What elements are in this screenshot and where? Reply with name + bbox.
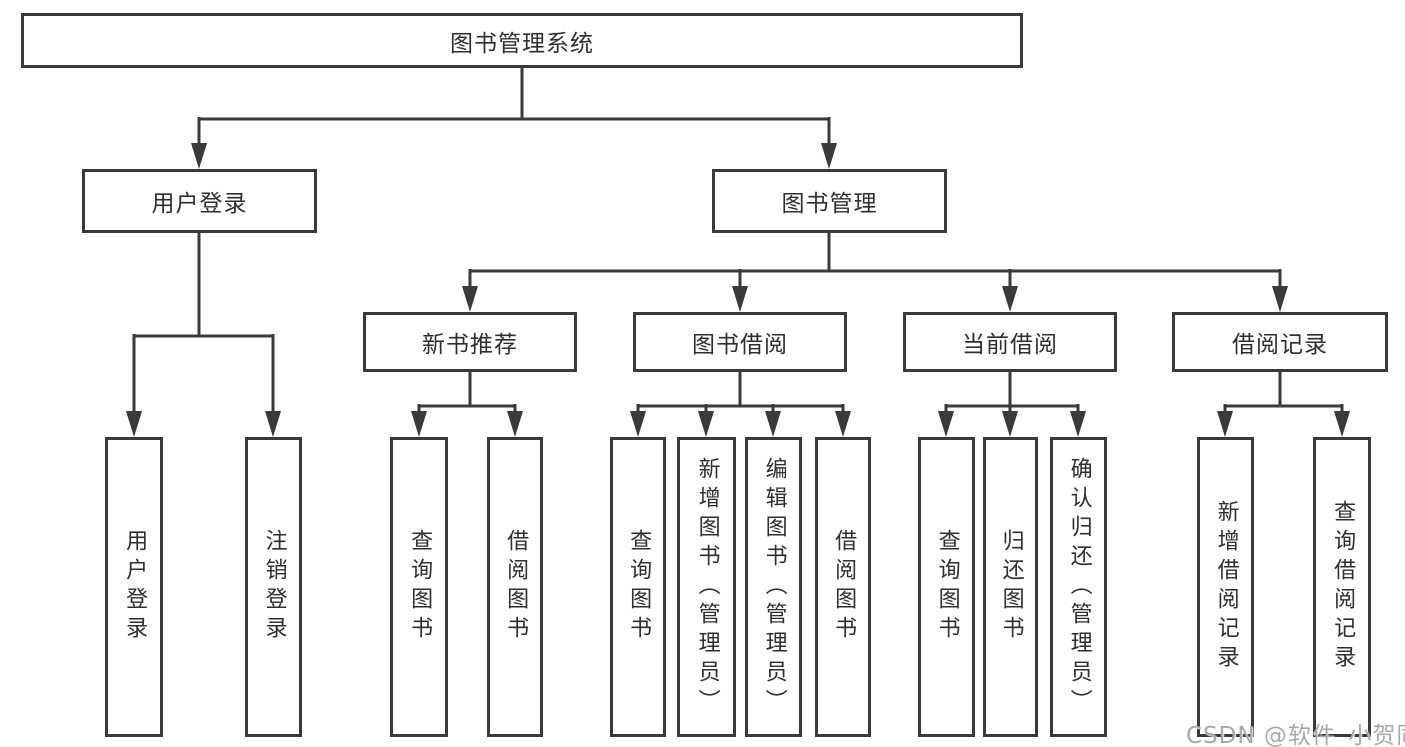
node-book-borrow: 图书借阅 bbox=[633, 312, 847, 372]
leaf-query-book-borrow: 查询图书 bbox=[610, 437, 666, 737]
node-new-book-recommend: 新书推荐 bbox=[363, 312, 577, 372]
csdn-watermark: CSDN @软件_小贺同学 bbox=[1186, 723, 1405, 747]
leaf-return-book: 归还图书 bbox=[983, 437, 1038, 737]
leaf-add-borrow-record: 新增借阅记录 bbox=[1197, 437, 1254, 737]
connector-borrow-records-leaves bbox=[1217, 372, 1350, 437]
node-borrow-records: 借阅记录 bbox=[1172, 312, 1388, 372]
connector-new-book-recommend-leaves bbox=[411, 372, 523, 437]
leaf-edit-book-admin: 编辑图书（管理员） bbox=[745, 437, 802, 737]
node-library-management-system: 图书管理系统 bbox=[21, 13, 1023, 68]
leaf-query-book-recommend: 查询图书 bbox=[390, 437, 448, 737]
connector-book-management-level3 bbox=[462, 233, 1288, 312]
leaf-logout: 注销登录 bbox=[245, 437, 302, 737]
leaf-add-book-admin: 新增图书（管理员） bbox=[677, 437, 736, 737]
connector-book-borrow-leaves bbox=[630, 372, 851, 437]
connector-root-to-level2 bbox=[191, 68, 837, 169]
leaf-query-borrow-record: 查询借阅记录 bbox=[1313, 437, 1371, 737]
connector-current-borrow-leaves bbox=[938, 372, 1086, 437]
node-current-borrow: 当前借阅 bbox=[903, 312, 1117, 372]
connector-user-login-leaves bbox=[126, 233, 281, 437]
node-book-management: 图书管理 bbox=[712, 169, 947, 233]
leaf-confirm-return-admin: 确认归还（管理员） bbox=[1050, 437, 1107, 737]
leaf-user-login: 用户登录 bbox=[105, 437, 163, 737]
leaf-query-book-current: 查询图书 bbox=[918, 437, 975, 737]
leaf-borrow-book-recommend: 借阅图书 bbox=[487, 437, 543, 737]
node-user-login-branch: 用户登录 bbox=[82, 169, 317, 233]
leaf-borrow-book: 借阅图书 bbox=[815, 437, 871, 737]
